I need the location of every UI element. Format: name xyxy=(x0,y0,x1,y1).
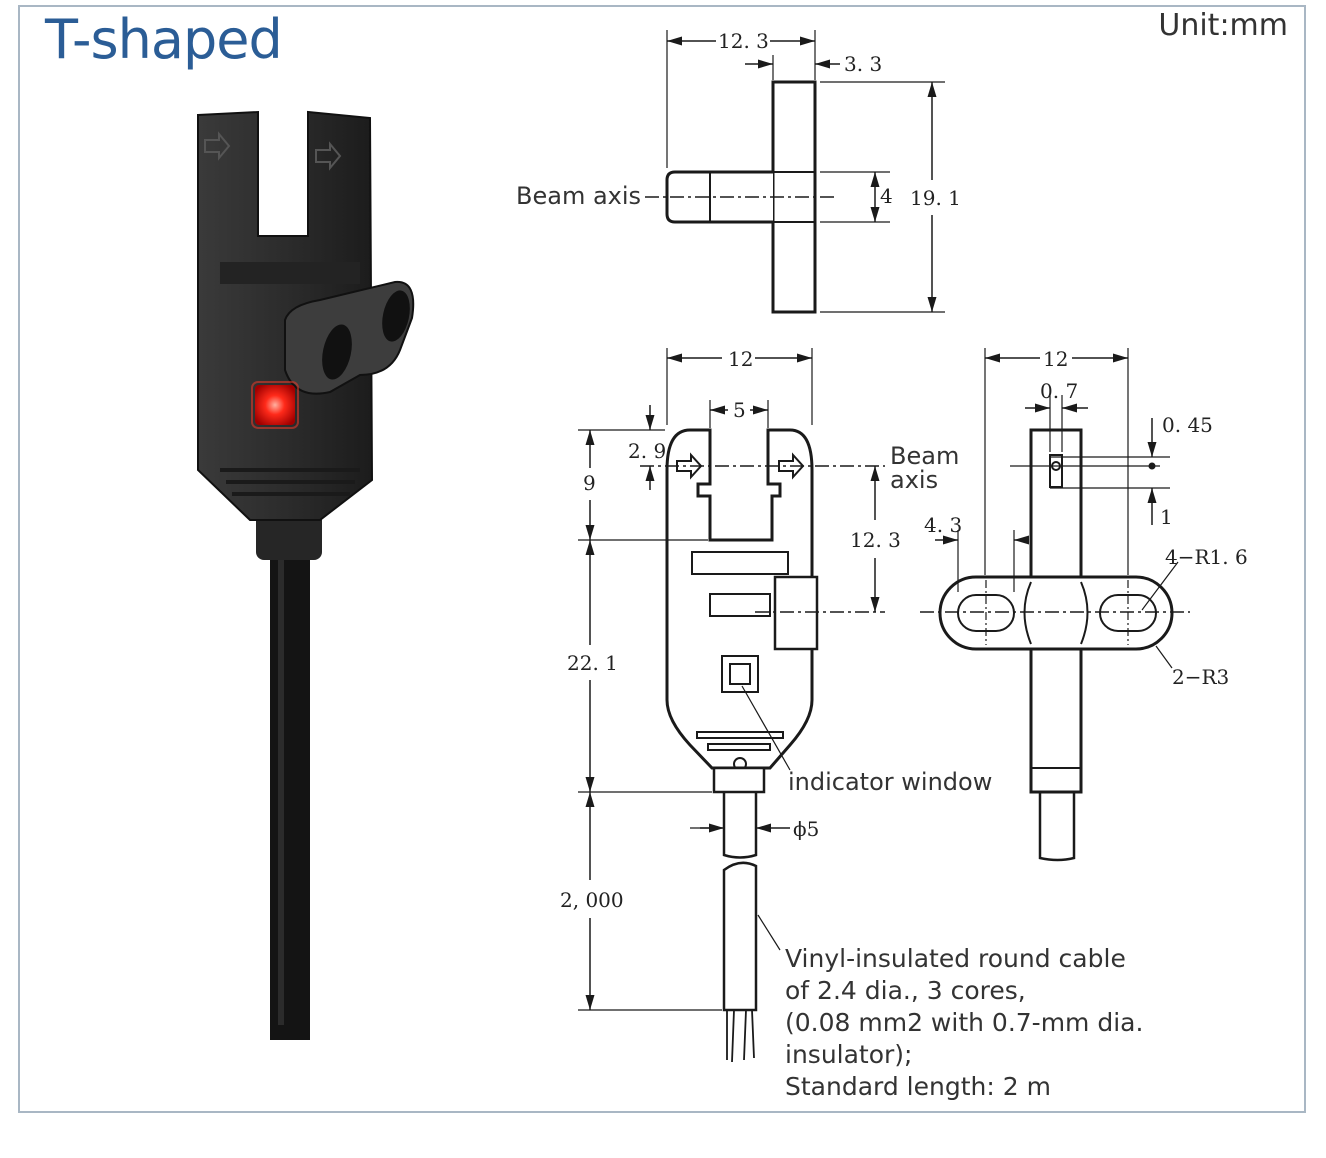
side-dim-4-3: 4. 3 xyxy=(924,513,962,537)
side-view xyxy=(920,348,1190,862)
front-view xyxy=(578,348,885,1063)
front-dim-width: 12 xyxy=(728,347,753,371)
side-dim-r3: 2−R3 xyxy=(1172,665,1229,689)
cable-note-line-5: Standard length: 2 m xyxy=(785,1072,1051,1101)
front-beam-label-1: Beam xyxy=(890,442,959,470)
front-dim-9: 9 xyxy=(583,471,596,495)
sensor-photo xyxy=(197,110,415,1040)
cable-note-line-3: (0.08 mm2 with 0.7-mm dia. xyxy=(785,1008,1143,1037)
sensor-cable xyxy=(270,545,310,1040)
top-dim-width: 12. 3 xyxy=(718,29,769,53)
side-dim-0-7: 0. 7 xyxy=(1040,379,1078,403)
side-dim-1: 1 xyxy=(1160,505,1173,529)
indicator-led xyxy=(255,385,295,425)
top-dim-height: 19. 1 xyxy=(910,186,961,210)
indicator-window-label: indicator window xyxy=(788,768,992,796)
top-beam-axis-label: Beam axis xyxy=(516,182,641,210)
sensor-body xyxy=(197,110,374,521)
side-dim-width: 12 xyxy=(1043,347,1068,371)
front-dim-2000: 2, 000 xyxy=(560,888,624,912)
front-beam-label-2: axis xyxy=(890,466,938,494)
front-dim-12-3: 12. 3 xyxy=(850,528,901,552)
front-dim-cable: ϕ5 xyxy=(793,817,819,841)
unit-label: Unit:mm xyxy=(1158,8,1288,43)
top-dim-beam: 4 xyxy=(880,184,893,208)
front-dim-22-1: 22. 1 xyxy=(567,651,618,675)
top-view xyxy=(645,30,945,314)
page-title: T-shaped xyxy=(45,8,283,71)
front-dim-slot: 5 xyxy=(733,398,746,422)
side-dim-0-45: 0. 45 xyxy=(1162,413,1213,437)
side-dim-r1-6: 4−R1. 6 xyxy=(1165,545,1248,569)
top-dim-flange: 3. 3 xyxy=(844,52,882,76)
cable-note-line-2: of 2.4 dia., 3 cores, xyxy=(785,976,1026,1005)
front-dim-2-9: 2. 9 xyxy=(628,439,666,463)
cable-note-line-1: Vinyl-insulated round cable xyxy=(785,944,1126,973)
cable-note-line-4: insulator); xyxy=(785,1040,912,1069)
